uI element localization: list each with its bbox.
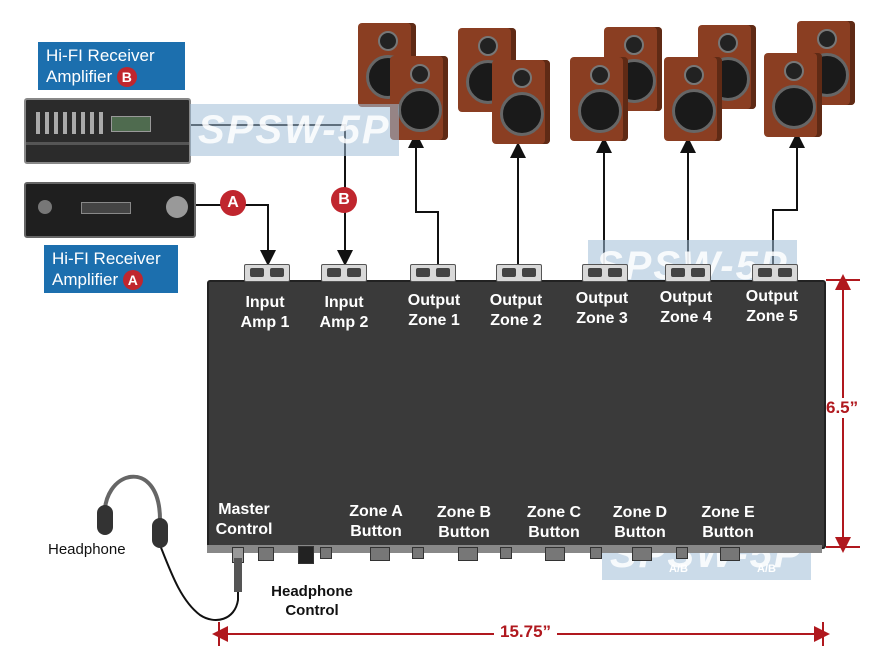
ab-label-a: A/B: [317, 561, 336, 573]
headphone-icon: [97, 505, 113, 535]
receiver-a-label-text: Hi-FI Receiver Amplifier: [52, 249, 161, 289]
jack-input-amp2[interactable]: [321, 264, 367, 282]
receiver-b-unit: [24, 98, 191, 164]
width-dimension: 15.75”: [494, 622, 558, 642]
zone-c-ab-switch[interactable]: [500, 547, 512, 559]
ab-label-d: A/B: [582, 563, 601, 575]
headphone-label: Headphone: [48, 541, 126, 558]
zone-e-button[interactable]: [720, 547, 740, 561]
zone-b-ab-switch[interactable]: [412, 547, 424, 559]
height-dimension: 6.5”: [826, 398, 859, 418]
jack-output-zone3[interactable]: [582, 264, 628, 282]
master-control-knob[interactable]: [258, 547, 274, 561]
cable-zone1: [408, 132, 439, 265]
ab-label-e: A/B: [669, 563, 688, 575]
cable-zone5: [772, 132, 805, 265]
receiver-a-badge: A: [122, 270, 143, 290]
zone-b-button[interactable]: [458, 547, 478, 561]
zone-a-ab-switch[interactable]: [320, 547, 332, 559]
receiver-a-label: Hi-FI Receiver Amplifier A: [44, 245, 178, 293]
speaker-zone5-front: [764, 53, 822, 137]
ab-label-f: A/B: [757, 563, 776, 575]
receiver-b-badge: B: [116, 67, 137, 87]
cable-b-badge: B: [331, 187, 357, 213]
speaker-zone4-front: [664, 57, 722, 141]
jack-output-zone5[interactable]: [752, 264, 798, 282]
receiver-a-unit: [24, 182, 196, 238]
receiver-b-label: Hi-FI Receiver Amplifier B: [38, 42, 185, 90]
speaker-zone1-front: [390, 56, 448, 140]
ab-label-b: A/B: [405, 563, 424, 575]
zone-d-ab-switch[interactable]: [590, 547, 602, 559]
zone-a-button[interactable]: [370, 547, 390, 561]
headphone-cable: [157, 539, 239, 621]
switch-box-panel: [207, 280, 826, 549]
zone-c-button[interactable]: [545, 547, 565, 561]
jack-output-zone4[interactable]: [665, 264, 711, 282]
watermark-top: SPSW-5P: [190, 104, 399, 156]
jack-output-zone1[interactable]: [410, 264, 456, 282]
headphone-plug: [234, 558, 242, 592]
headphone-control-knob[interactable]: [298, 546, 314, 564]
receiver-b-label-text: Hi-FI Receiver Amplifier: [46, 46, 155, 86]
speaker-zone3-front: [570, 57, 628, 141]
jack-output-zone2[interactable]: [496, 264, 542, 282]
speaker-zone2-front: [492, 60, 550, 144]
ab-label-c: A/B: [494, 563, 513, 575]
jack-input-amp1[interactable]: [244, 264, 290, 282]
cable-a: [192, 204, 276, 266]
zone-d-button[interactable]: [632, 547, 652, 561]
cable-a-badge: A: [220, 190, 246, 216]
zone-e-ab-switch[interactable]: [676, 547, 688, 559]
